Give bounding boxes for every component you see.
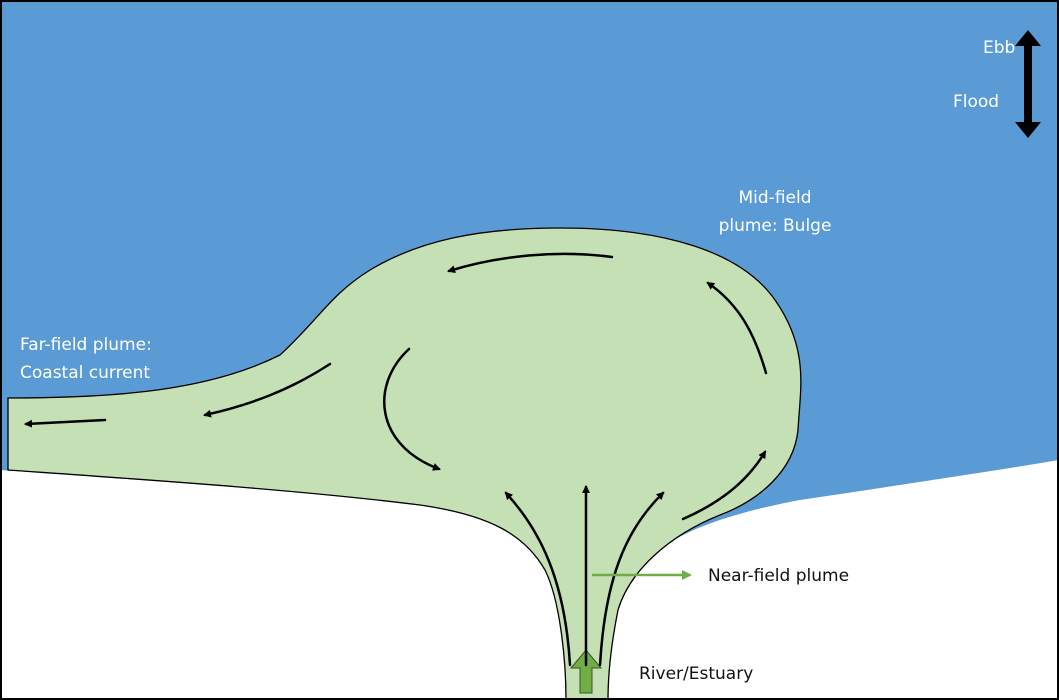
mid-field-label-line2: plume: Bulge xyxy=(690,212,860,240)
far-field-label: Far-field plume: Coastal current xyxy=(20,331,152,387)
flood-label: Flood xyxy=(953,88,999,116)
mid-field-label-line1: Mid-field xyxy=(690,184,860,212)
far-field-label-line2: Coastal current xyxy=(20,359,152,387)
mid-field-label: Mid-field plume: Bulge xyxy=(690,184,860,240)
near-field-label: Near-field plume xyxy=(708,562,849,590)
river-estuary-label: River/Estuary xyxy=(639,660,753,688)
far-field-label-line1: Far-field plume: xyxy=(20,331,152,359)
ebb-label: Ebb xyxy=(983,34,1015,62)
